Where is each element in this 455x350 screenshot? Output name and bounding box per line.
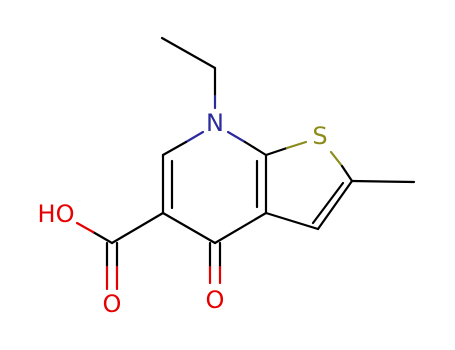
bond-c2-c3 (316, 179, 354, 231)
bond-c5-c4 (161, 211, 217, 245)
sulfur-atom-label: S (312, 122, 327, 150)
nitrogen-atom-label: N (206, 109, 224, 137)
hydroxyl-label: HO (38, 200, 75, 228)
bond-n-c6b (161, 140, 188, 157)
bond-n-c6 (184, 130, 205, 144)
carbonyl-oxygen-label: O (103, 290, 122, 318)
bond-s-c2 (329, 150, 344, 168)
bond-c4-c3a (213, 211, 268, 245)
bond-ethyl-ch3-ch2 (160, 36, 217, 70)
bond-n-c7ab (243, 140, 268, 157)
bond-n-c7a (226, 130, 247, 144)
bond-cooh-oh (91, 230, 114, 245)
bond-c7a-s (264, 146, 289, 157)
bond-s-c2b (340, 164, 354, 183)
bond-c2-methyl (350, 179, 416, 184)
bond-c2-c3-inner (311, 181, 345, 225)
bond-c5-cooh (110, 211, 165, 245)
bond-cooh-oh2 (75, 221, 95, 234)
ketone-oxygen-label: O (206, 286, 225, 314)
bond-c3-c3a (264, 211, 320, 231)
bond-c7a-s2 (285, 140, 308, 150)
